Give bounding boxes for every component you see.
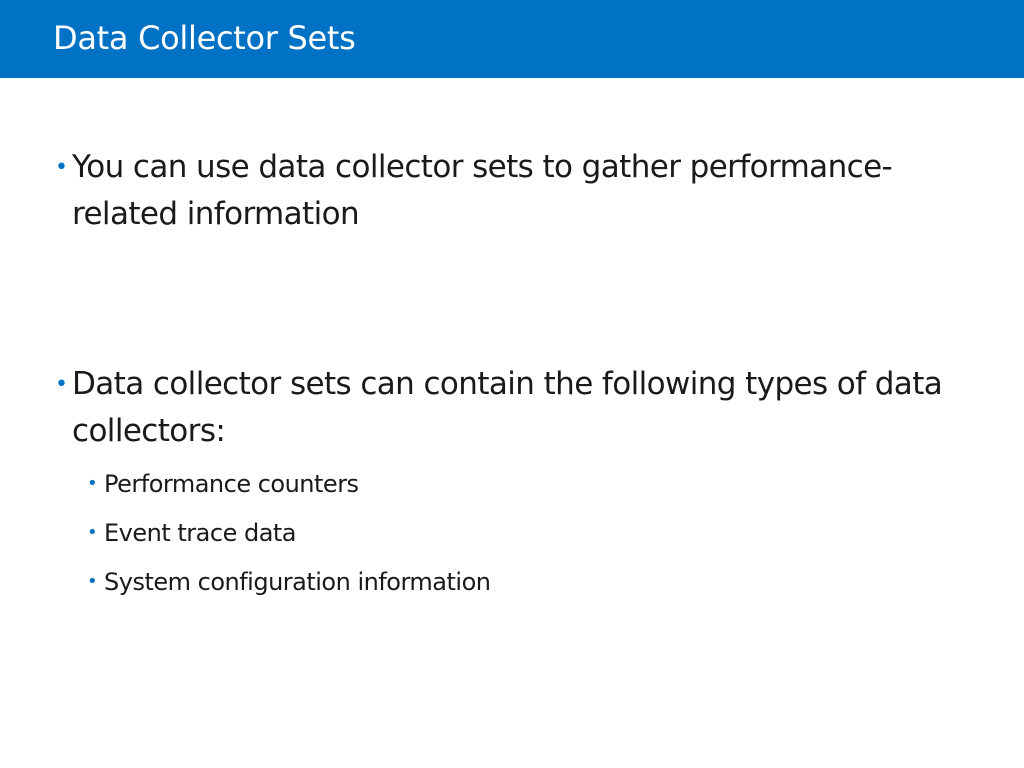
bullet-marker-icon: • (55, 155, 68, 180)
sub-bullet-marker-icon: • (87, 522, 98, 543)
sub-bullet-item: • Event trace data (87, 516, 964, 550)
bullet-text: Data collector sets can contain the foll… (72, 366, 943, 449)
title-bar: Data Collector Sets (0, 0, 1024, 78)
slide-title: Data Collector Sets (53, 19, 356, 57)
bullet-text: You can use data collector sets to gathe… (72, 149, 893, 232)
sub-bullet-item: • Performance counters (87, 467, 964, 501)
bullet-marker-icon: • (55, 372, 68, 397)
sub-bullet-text: Performance counters (104, 470, 359, 498)
bullet-item: • Data collector sets can contain the fo… (55, 361, 972, 455)
sub-bullet-text: Event trace data (104, 519, 297, 547)
bullet-item: • You can use data collector sets to gat… (55, 144, 972, 238)
sub-bullet-marker-icon: • (87, 571, 98, 592)
sub-bullet-text: System configuration information (104, 568, 491, 596)
sub-bullet-marker-icon: • (87, 473, 98, 494)
sub-bullet-item: • System configuration information (87, 565, 964, 599)
